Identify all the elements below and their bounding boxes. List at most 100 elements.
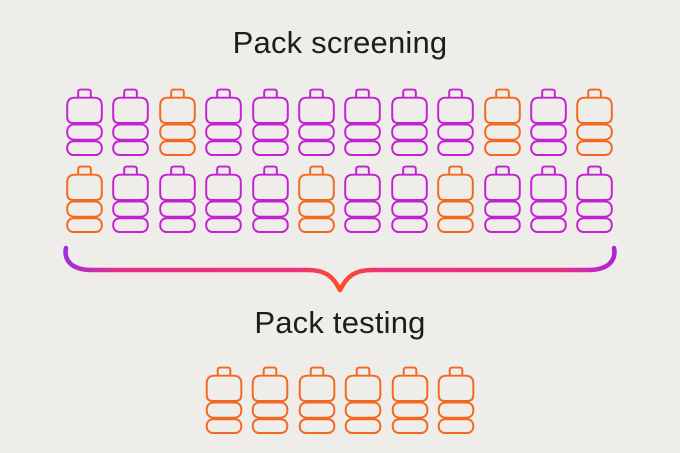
- bottle-middle-segment: [66, 123, 103, 141]
- bottle-shoulder: [576, 96, 614, 124]
- bottle-cap: [448, 165, 463, 175]
- bottle-middle-segment: [205, 123, 242, 141]
- bottle-bottom-segment: [251, 140, 289, 156]
- bottle-icon-magenta: [344, 165, 382, 233]
- bottle-middle-segment: [252, 401, 289, 419]
- bottle-cap: [587, 165, 603, 175]
- bottle-middle-segment: [437, 123, 474, 141]
- bottle-middle-segment: [344, 123, 382, 141]
- bottle-shoulder: [66, 96, 103, 124]
- brace-icon: [63, 245, 617, 293]
- bottle-shoulder: [112, 96, 150, 124]
- bottle-bottom-segment: [112, 217, 150, 233]
- bottle-middle-segment: [298, 123, 335, 141]
- bottle-icon-magenta: [112, 88, 150, 156]
- bottle-cap: [309, 88, 324, 98]
- bottle-icon-magenta: [112, 165, 150, 233]
- bottle-icon-orange: [391, 366, 428, 434]
- bottle-cap: [169, 88, 185, 98]
- bottle-icon: [66, 88, 103, 156]
- bottle-bottom-segment: [298, 418, 336, 434]
- bottle-bottom-segment: [437, 418, 475, 434]
- bottle-cap: [309, 165, 324, 175]
- bottle-shoulder: [159, 96, 196, 124]
- bottle-icon-magenta: [483, 165, 521, 233]
- bottle-icon-orange: [576, 88, 614, 156]
- screening-title: Pack screening: [232, 25, 448, 60]
- bottle-shoulder: [205, 173, 242, 201]
- bottle-cap: [541, 88, 556, 98]
- bottle-bottom-segment: [344, 140, 382, 156]
- bottle-middle-segment: [251, 200, 289, 218]
- bottle-icon: [437, 88, 474, 156]
- bottle-icon-magenta: [576, 165, 614, 233]
- bottle-middle-segment: [205, 200, 242, 218]
- bottle-icon: [437, 366, 475, 434]
- bottle-middle-segment: [344, 200, 382, 218]
- bottle-icon-magenta: [344, 88, 382, 156]
- bottle-bottom-segment: [205, 217, 242, 233]
- bottle-icon: [437, 165, 474, 233]
- bottle-shoulder: [112, 173, 150, 201]
- bottle-cap: [123, 88, 139, 98]
- bottle-bottom-segment: [66, 140, 103, 156]
- bottle-icon: [298, 366, 336, 434]
- bottle-middle-segment: [112, 123, 150, 141]
- bottle-bottom-segment: [298, 217, 335, 233]
- bottle-middle-segment: [437, 401, 475, 419]
- bottle-middle-segment: [251, 123, 289, 141]
- bottle-bottom-segment: [483, 217, 521, 233]
- bottle-bottom-segment: [483, 140, 521, 156]
- bottle-middle-segment: [483, 123, 521, 141]
- bottle-shoulder: [437, 173, 474, 201]
- bottle-shoulder: [390, 96, 428, 124]
- bottle-icon: [205, 165, 242, 233]
- bottle-icon-orange: [437, 366, 475, 434]
- bottle-icon-orange: [437, 165, 474, 233]
- bottle-shoulder: [530, 96, 567, 124]
- bottle-cap: [77, 88, 92, 98]
- bottle-cap: [448, 366, 464, 376]
- bottle-shoulder: [483, 96, 521, 124]
- bottle-shoulder: [251, 173, 289, 201]
- bottle-middle-segment: [576, 123, 614, 141]
- bottle-icon-orange: [159, 88, 196, 156]
- bottle-icon: [390, 88, 428, 156]
- bottle-icon: [66, 165, 103, 233]
- bottle-bottom-segment: [391, 418, 428, 434]
- bottle-icon-orange: [483, 88, 521, 156]
- bottle-icon: [390, 165, 428, 233]
- bottle-bottom-segment: [530, 217, 567, 233]
- bottle-bottom-segment: [251, 217, 289, 233]
- bottle-icon-magenta: [66, 88, 103, 156]
- bottle-icon-magenta: [437, 88, 474, 156]
- bottle-icon: [298, 88, 335, 156]
- testing-title: Pack testing: [254, 305, 426, 340]
- bottle-cap: [216, 165, 231, 175]
- bottle-icon-orange: [252, 366, 289, 434]
- bottle-shoulder: [205, 96, 242, 124]
- bottle-cap: [401, 88, 417, 98]
- bottle-cap: [401, 165, 417, 175]
- bottle-shoulder: [437, 96, 474, 124]
- bottle-icon-orange: [298, 165, 335, 233]
- bottle-icon: [344, 366, 382, 434]
- bottle-middle-segment: [390, 200, 428, 218]
- brace-path: [63, 245, 617, 293]
- screening-row-1: [66, 88, 614, 156]
- bottle-cap: [216, 88, 231, 98]
- bottle-icon-magenta: [205, 88, 242, 156]
- bottle-middle-segment: [159, 200, 196, 218]
- bottle-cap: [448, 88, 463, 98]
- bottle-shoulder: [159, 173, 196, 201]
- bottle-middle-segment: [205, 401, 243, 419]
- bottle-bottom-segment: [298, 140, 335, 156]
- bottle-icon-orange: [344, 366, 382, 434]
- bottle-icon: [483, 165, 521, 233]
- bottle-icon-magenta: [251, 88, 289, 156]
- bottle-bottom-segment: [390, 140, 428, 156]
- bottle-icon: [576, 88, 614, 156]
- bottle-bottom-segment: [437, 217, 474, 233]
- bottle-shoulder: [344, 96, 382, 124]
- bottle-cap: [216, 366, 232, 376]
